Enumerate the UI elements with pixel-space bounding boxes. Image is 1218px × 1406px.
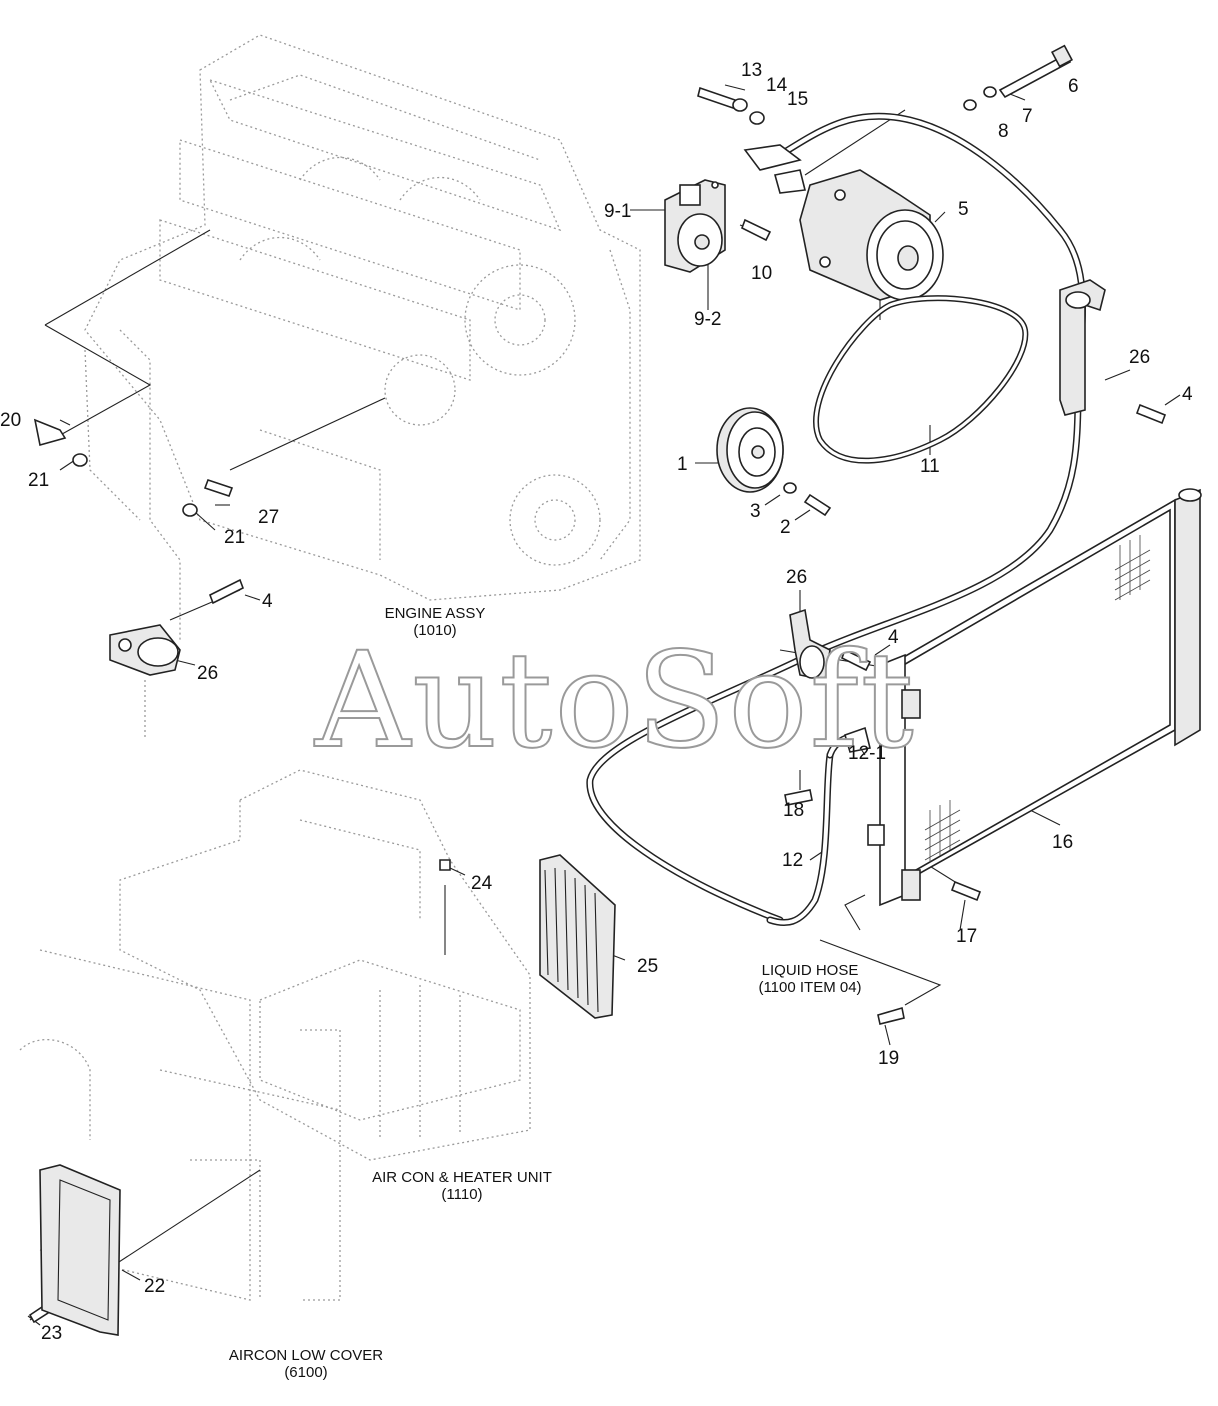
tensioner: [664, 179, 726, 273]
callout-10: 10: [751, 263, 773, 284]
pulley: [716, 407, 784, 493]
liquid-hose-title: LIQUID HOSE: [761, 962, 859, 979]
aircon-low-cover-caption: AIRCON LOW COVER (6100): [228, 1347, 384, 1381]
aircon-cover-title: AIRCON LOW COVER: [228, 1347, 384, 1364]
engine-assy-caption: ENGINE ASSY (1010): [384, 605, 486, 639]
condenser-mesh-bottom: [924, 800, 961, 862]
condenser-mesh-top: [1114, 535, 1151, 601]
callout-2: 2: [780, 517, 791, 538]
callout-19: 19: [878, 1048, 900, 1069]
callout-6: 6: [1068, 76, 1079, 97]
callout-8: 8: [998, 121, 1009, 142]
callout-26-left: 26: [197, 663, 219, 684]
belt: [813, 295, 1029, 464]
callout-3: 3: [750, 501, 761, 522]
callout-9-2: 9-2: [694, 309, 722, 330]
hose-lines: [586, 112, 1087, 926]
fasteners: [28, 44, 1167, 1324]
callout-4-upper: 4: [1182, 384, 1193, 405]
callout-1: 1: [677, 454, 688, 475]
callout-4-mid: 4: [888, 627, 899, 648]
callout-12-1: 12-1: [848, 743, 887, 764]
callout-11: 11: [920, 456, 940, 477]
aircon-heater-unit-outline: [19, 769, 531, 1301]
callout-26-upper: 26: [1129, 347, 1151, 368]
callout-17: 17: [956, 926, 978, 947]
engine-assy-code: (1010): [413, 621, 457, 639]
callout-22: 22: [144, 1276, 166, 1297]
callout-27: 27: [258, 507, 280, 528]
aircon-cover-code: (6100): [284, 1363, 328, 1381]
callout-21-lower: 21: [224, 527, 246, 548]
cabin-filter: [539, 854, 616, 1019]
callout-16: 16: [1052, 832, 1074, 853]
aircon-heater-title: AIR CON & HEATER UNIT: [372, 1169, 552, 1186]
callout-24: 24: [471, 873, 493, 894]
autosoft-watermark: AutoSoft: [314, 624, 916, 778]
liquid-hose-code: (1100 ITEM 04): [758, 978, 862, 996]
aircon-heater-code: (1110): [441, 1185, 483, 1203]
condenser: [867, 488, 1202, 907]
callout-15: 15: [787, 89, 809, 110]
callout-5: 5: [958, 199, 969, 220]
callout-4-left: 4: [262, 591, 273, 612]
callout-26-mid: 26: [786, 567, 808, 588]
callout-14: 14: [766, 75, 788, 96]
engine-assy-title: ENGINE ASSY: [384, 605, 486, 622]
callout-20: 20: [0, 410, 22, 431]
aircon-heater-caption: AIR CON & HEATER UNIT (1110): [372, 1169, 552, 1203]
liquid-hose-caption: LIQUID HOSE (1100 ITEM 04): [758, 962, 862, 996]
callout-23: 23: [41, 1323, 63, 1344]
callout-21-upper: 21: [28, 470, 50, 491]
callout-25: 25: [637, 956, 659, 977]
engine-assembly-outline: [84, 34, 641, 740]
clamp-brackets: [109, 279, 1106, 681]
callout-9-1: 9-1: [604, 201, 632, 222]
callout-12: 12: [782, 850, 804, 871]
compressor: [743, 144, 944, 301]
callout-7: 7: [1022, 106, 1033, 127]
callout-13: 13: [741, 60, 763, 81]
aircon-low-cover: [39, 1164, 121, 1336]
callout-18: 18: [783, 800, 805, 821]
